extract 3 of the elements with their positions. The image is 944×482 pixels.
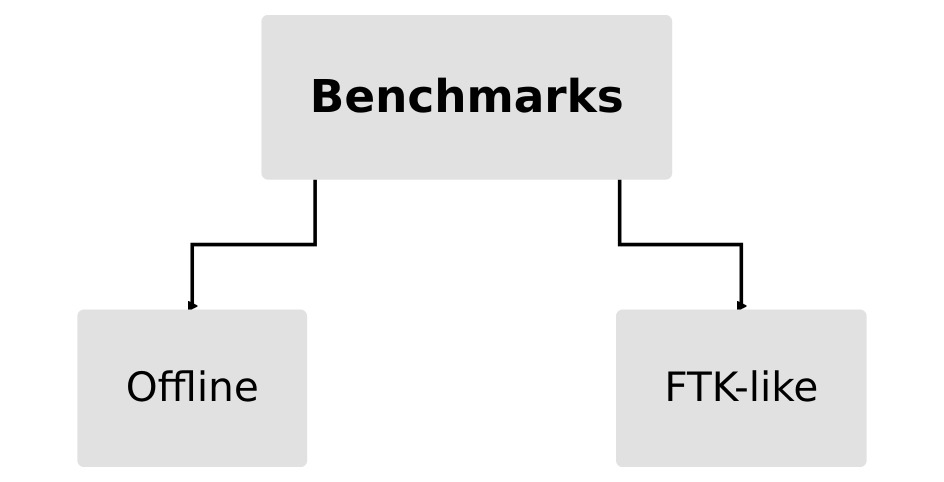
arrow [618,180,748,312]
arrow [188,180,317,312]
diagram: Benchmarks Offline FTK-like [7,6,937,476]
